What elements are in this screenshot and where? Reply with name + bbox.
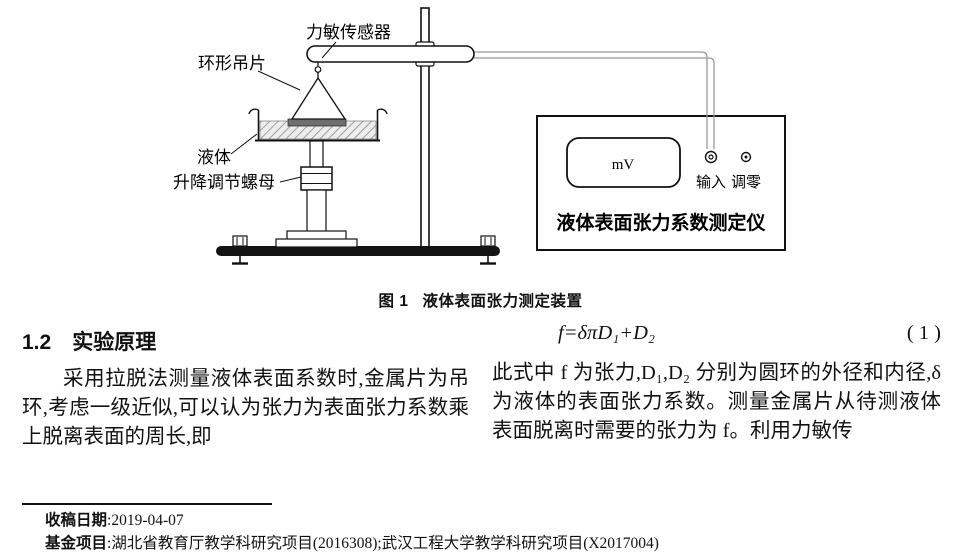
figure-caption-text: 液体表面张力测定装置 bbox=[422, 293, 583, 310]
equation-row: f=δπD₁+D₂ ( 1 ) bbox=[492, 322, 941, 353]
equation-1-number: ( 1 ) bbox=[906, 322, 941, 344]
leveling-foot-left bbox=[232, 235, 248, 265]
input-jack bbox=[704, 150, 718, 164]
wire-1 bbox=[474, 51, 708, 149]
left-column: 1.2 实验原理 采用拉脱法测量液体表面系数时,金属片为吊环,考虑一级近似,可以… bbox=[22, 326, 469, 452]
ring-hanger-wires bbox=[290, 76, 347, 120]
zero-knob-dot bbox=[744, 155, 748, 159]
force-sensor bbox=[314, 62, 322, 78]
nut-label: 升降调节螺母 bbox=[173, 173, 275, 192]
stand-base bbox=[216, 246, 500, 256]
figure-caption: 图 1 液体表面张力测定装置 bbox=[0, 289, 961, 311]
section-heading: 1.2 实验原理 bbox=[22, 331, 157, 354]
ring-plate bbox=[287, 118, 347, 127]
stand bbox=[216, 7, 500, 265]
lifting-stage bbox=[275, 140, 358, 248]
principle-paragraph: 采用拉脱法测量液体表面系数时,金属片为吊环,考虑一级近似,可以认为张力为表面张力… bbox=[22, 368, 469, 448]
footnote-divider bbox=[22, 503, 272, 505]
received-date-label: 收稿日期 bbox=[45, 512, 108, 529]
received-date-value: :2019-04-07 bbox=[107, 512, 184, 529]
liquid-label: 液体 bbox=[197, 148, 231, 167]
fund-project-value: :湖北省教育厅教学科研究项目(2016308);武汉工程大学教学科研究项目(X2… bbox=[107, 535, 659, 552]
liquid-dish bbox=[248, 108, 388, 142]
figure-caption-number: 图 1 bbox=[378, 293, 409, 310]
wire-2 bbox=[474, 57, 715, 149]
received-date-line: 收稿日期:2019-04-07 bbox=[45, 509, 659, 532]
sensor-wires bbox=[474, 51, 715, 149]
input-jack-hole bbox=[708, 154, 714, 160]
figure-callouts: 力敏传感器 环形吊片 液体 升降调节螺母 bbox=[173, 23, 391, 192]
right-column: f=δπD₁+D₂ ( 1 ) 此式中 f 为张力,D₁,D₂ 分别为圆环的外径… bbox=[492, 322, 941, 446]
zero-knob-label: 调零 bbox=[731, 174, 761, 191]
equation-1: f=δπD₁+D₂ bbox=[558, 322, 656, 344]
tension-meter-instrument: mV 输入 调零 液体表面张力系数测定仪 bbox=[536, 115, 786, 251]
input-jack-label: 输入 bbox=[696, 174, 726, 191]
equation-explanation-paragraph: 此式中 f 为张力,D₁,D₂ 分别为圆环的外径和内径,δ 为液体的表面张力系数… bbox=[492, 362, 941, 442]
stand-arm bbox=[306, 45, 475, 63]
mv-display bbox=[566, 137, 681, 188]
instrument-title: 液体表面张力系数测定仪 bbox=[556, 211, 766, 234]
adjust-nut bbox=[300, 166, 333, 191]
mv-display-label: mV bbox=[612, 157, 635, 173]
fund-project-line: 基金项目:湖北省教育厅教学科研究项目(2016308);武汉工程大学教学科研究项… bbox=[45, 532, 659, 553]
footnote-block: 收稿日期:2019-04-07 基金项目:湖北省教育厅教学科研究项目(20163… bbox=[45, 509, 659, 553]
ring-label: 环形吊片 bbox=[198, 54, 266, 73]
sensor-label: 力敏传感器 bbox=[306, 23, 391, 42]
instrument-jacks bbox=[704, 150, 752, 164]
fund-project-label: 基金项目 bbox=[45, 535, 108, 552]
apparatus-figure: mV 输入 调零 液体表面张力系数测定仪 bbox=[173, 7, 786, 265]
leveling-foot-right bbox=[480, 235, 496, 265]
